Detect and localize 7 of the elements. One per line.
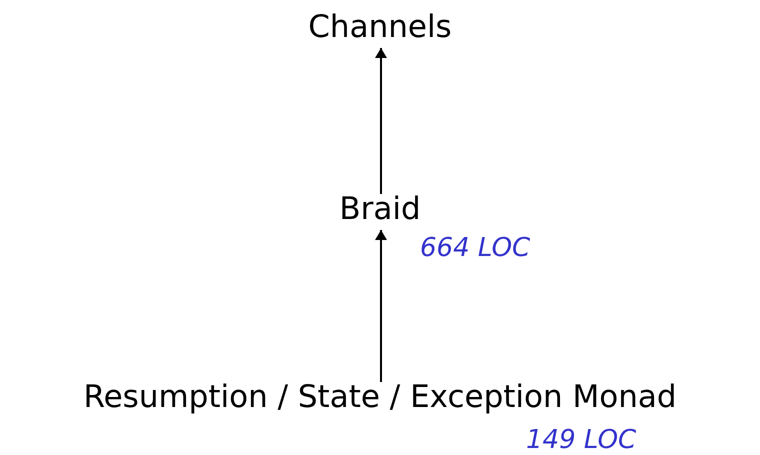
node-label: Braid — [339, 190, 421, 228]
node-label: Channels — [308, 8, 452, 46]
line-count-note: 149 LOC — [526, 424, 636, 455]
arrow — [375, 48, 387, 194]
arrow — [375, 230, 387, 382]
node-label: Resumption / State / Exception Monad — [83, 378, 677, 416]
line-count-note: 664 LOC — [420, 232, 530, 264]
